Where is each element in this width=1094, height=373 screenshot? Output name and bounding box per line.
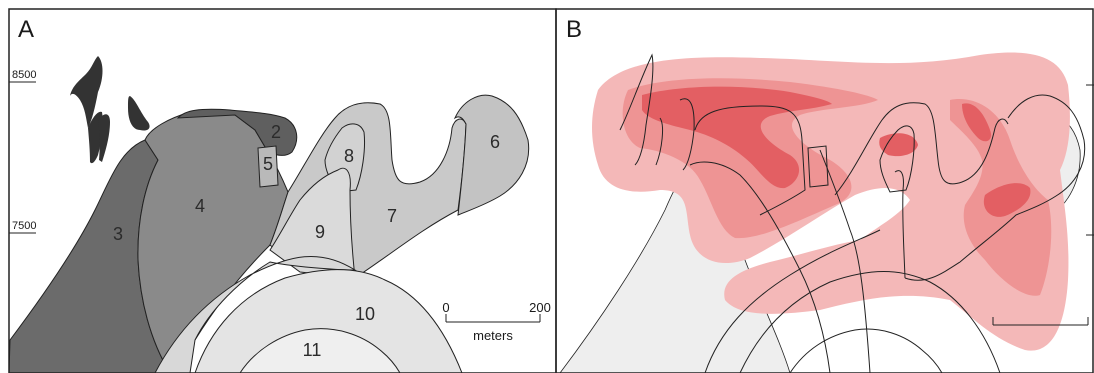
panel-b-letter: B [566,16,582,43]
region-label-6: 6 [490,132,500,152]
y-tick-label-8500: 8500 [12,69,36,81]
region-label-7: 7 [387,206,397,226]
region-label-9: 9 [315,222,325,242]
y-tick-label-7500: 7500 [12,220,36,232]
dark-fragment-3 [98,114,110,162]
panel-b: B [560,16,1094,373]
region-label-4: 4 [195,196,205,216]
scale-start-label: 0 [442,300,449,315]
region-label-5: 5 [263,154,273,174]
scale-end-label: 200 [529,300,551,315]
region-label-11: 11 [303,340,322,360]
region-label-8: 8 [344,146,354,166]
region-6-shape [455,95,529,215]
panel-a: 2 3 4 5 6 7 8 9 10 11 8500 7500 0 200 me… [9,16,551,373]
dark-fragment-4 [128,96,150,131]
scale-unit-label: meters [473,328,513,343]
region-label-10: 10 [355,304,375,324]
scale-bar: 0 200 meters [442,300,550,343]
region-label-3: 3 [113,224,123,244]
panel-a-letter: A [18,16,34,43]
region-label-2: 2 [271,122,281,142]
